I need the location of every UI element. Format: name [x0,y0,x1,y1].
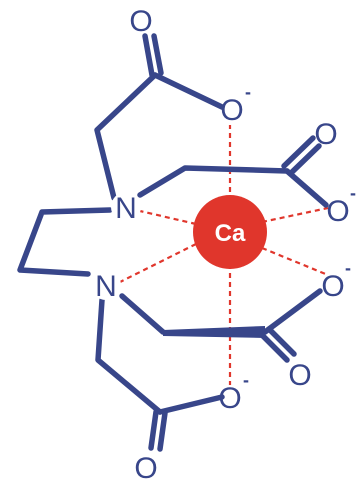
charge-minus-bottom: - [243,370,249,390]
charge-minus-top: - [245,82,251,102]
oxygen-carbonyl-lower-right: O [288,359,311,392]
bond-c-o-bottom [157,394,225,415]
coord-bond-o-right-lower [261,246,329,277]
bond-arm-upper-right [137,165,290,198]
oxygen-carboxylate-bottom: O [218,382,241,415]
edta-skeleton [17,33,329,452]
bond-c-double-o-bottom-a [148,409,159,451]
oxygen-carbonyl-upper-right: O [314,118,337,151]
carbonyl-oxygens: O O O O [129,5,337,482]
bond-c-o-lower-right [262,288,323,335]
calcium-ion: Ca [193,195,267,269]
bond-c-double-o-top-b [151,33,164,76]
atom-label-backgrounds [91,192,141,300]
bond-ethylene-bridge [17,207,113,277]
calcium-ion-label: Ca [215,220,246,247]
carboxylate-oxygens: O - O - O - O - [218,82,356,415]
bond-wedge-lower-right [163,326,265,338]
nitrogen-atom-lower: N [95,270,117,303]
charge-minus-lower-right: - [345,258,351,278]
bond-c-double-o-top-a [142,33,155,78]
oxygen-carboxylate-top: O [220,94,243,127]
bond-arm-top [94,72,158,201]
coordination-bonds [117,125,329,385]
calcium-ion-circle [193,195,267,269]
oxygen-carbonyl-top: O [129,5,152,38]
bond-arm-lower-right-a [119,293,166,335]
bond-c-double-o-bottom-b [157,410,168,452]
bond-c-o-upper-right [284,168,329,208]
nitrogen-atom-upper: N [115,192,137,225]
bond-c-o-top [152,72,225,110]
oxygen-carboxylate-upper-right: O [326,195,349,228]
coord-bond-n-upper [139,209,197,226]
bond-c-double-o-upper-right-a [281,135,316,169]
bond-c-double-o-lower-right-a [259,332,290,363]
charge-minus-upper-right: - [350,183,356,203]
nitrogen-atoms: N N [95,192,137,303]
bond-c-double-o-lower-right-b [266,326,297,357]
bond-c-double-o-upper-right-b [288,143,322,176]
coord-bond-n-lower [117,243,197,284]
oxygen-carboxylate-lower-right: O [321,270,344,303]
coord-bond-o-right-upper [261,206,329,224]
oxygen-carbonyl-bottom: O [134,452,157,482]
bond-arm-bottom [95,297,163,415]
